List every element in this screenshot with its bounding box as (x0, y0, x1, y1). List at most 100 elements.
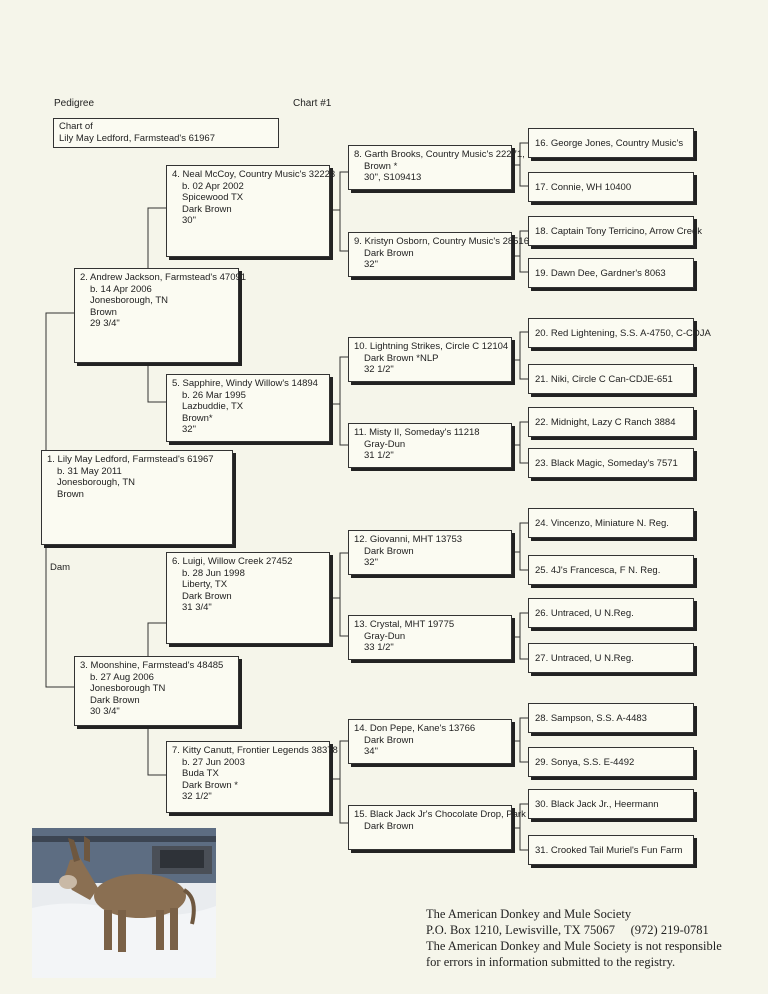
animal-color: Brown (57, 488, 84, 500)
animal-27-box: 27. Untraced, U N.Reg. (528, 643, 694, 673)
animal-height: 34" (364, 746, 378, 757)
animal-height: 33 1/2" (364, 642, 394, 653)
animal-name: 2. Andrew Jackson, Farmstead's 47091 (80, 272, 247, 283)
animal-14-box: 14. Don Pepe, Kane's 13766 Dark Brown 34… (348, 719, 512, 764)
animal-color: Dark Brown (364, 734, 414, 746)
animal-birth: b. 26 Mar 1995 (182, 389, 246, 401)
animal-2-box: 2. Andrew Jackson, Farmstead's 47091 b. … (74, 268, 247, 363)
animal-21-box: 21. Niki, Circle C Can-CDJE-651 (528, 364, 694, 394)
animal-12-box: 12. Giovanni, MHT 13753 Dark Brown 32" (348, 530, 512, 575)
animal-4-box: 4. Neal McCoy, Country Music's 32223 b. … (166, 165, 336, 257)
animal-location: Jonesborough, TN (90, 295, 168, 306)
animal-8-box: 8. Garth Brooks, Country Music's 22271, … (348, 145, 525, 190)
society-footer: The American Donkey and Mule Society P.O… (426, 906, 756, 970)
animal-height: 32" (182, 424, 196, 435)
animal-22-box: 22. Midnight, Lazy C Ranch 3884 (528, 407, 694, 437)
animal-name: 6. Luigi, Willow Creek 27452 (172, 556, 293, 567)
animal-color: Dark Brown (182, 590, 232, 602)
society-name: The American Donkey and Mule Society (426, 907, 632, 921)
animal-24-box: 24. Vincenzo, Miniature N. Reg. (528, 508, 694, 538)
animal-30-box: 30. Black Jack Jr., Heermann (528, 789, 694, 819)
animal-height: 31 1/2" (364, 450, 394, 461)
animal-name: 14. Don Pepe, Kane's 13766 (354, 723, 476, 734)
animal-26-box: 26. Untraced, U N.Reg. (528, 598, 694, 628)
animal-20-box: 20. Red Lightening, S.S. A-4750, C-CDJA (528, 318, 711, 348)
animal-23-box: 23. Black Magic, Someday's 7571 (528, 448, 694, 478)
animal-name: 3. Moonshine, Farmstead's 48485 (80, 660, 224, 671)
dam-label: Dam (50, 562, 71, 573)
disclaimer-line-2: for errors in information submitted to t… (426, 955, 676, 969)
animal-height: 32" (364, 259, 378, 270)
chart-of-box: Chart of Lily May Ledford, Farmstead's 6… (53, 118, 279, 148)
animal-18-box: 18. Captain Tony Terricino, Arrow Creek (528, 216, 702, 246)
animal-color: Brown (90, 306, 117, 318)
animal-10-box: 10. Lightning Strikes, Circle C 12104 Da… (348, 337, 512, 382)
animal-location: Spicewood TX (182, 192, 244, 203)
animal-birth: b. 27 Aug 2006 (90, 671, 154, 683)
animal-6-box: 6. Luigi, Willow Creek 27452 b. 28 Jun 1… (166, 552, 330, 644)
animal-name: 11. Misty II, Someday's 11218 (354, 427, 480, 438)
animal-31-box: 31. Crooked Tail Muriel's Fun Farm (528, 835, 694, 865)
animal-color: Dark Brown (364, 247, 414, 259)
animal-height: 32 1/2" (182, 791, 212, 802)
society-address: P.O. Box 1210, Lewisville, TX 75067 (972… (426, 923, 709, 937)
animal-location: Jonesborough TN (90, 683, 166, 694)
animal-13-box: 13. Crystal, MHT 19775 Gray-Dun 33 1/2" (348, 615, 512, 660)
animal-29-box: 29. Sonya, S.S. E-4492 (528, 747, 694, 777)
animal-height: 30" (182, 215, 196, 226)
animal-color: Brown * (364, 160, 398, 172)
animal-name: 4. Neal McCoy, Country Music's 32223 (172, 169, 336, 180)
donkey-photo-illustration (32, 828, 216, 978)
animal-birth: b. 31 May 2011 (57, 465, 122, 477)
animal-birth: b. 27 Jun 2003 (182, 756, 245, 768)
animal-1-box: 1. Lily May Ledford, Farmstead's 61967 b… (41, 450, 233, 545)
pedigree-label: Pedigree (54, 98, 95, 109)
animal-color: Dark Brown *NLP (364, 352, 439, 364)
animal-location: Liberty, TX (182, 579, 228, 590)
animal-25-box: 25. 4J's Francesca, F N. Reg. (528, 555, 694, 585)
animal-name: 8. Garth Brooks, Country Music's 22271, (354, 149, 525, 160)
animal-19-box: 19. Dawn Dee, Gardner's 8063 (528, 258, 694, 288)
animal-birth: b. 02 Apr 2002 (182, 180, 244, 192)
animal-name: 1. Lily May Ledford, Farmstead's 61967 (47, 454, 214, 465)
animal-birth: b. 14 Apr 2006 (90, 283, 152, 295)
animal-height: 32" (364, 557, 378, 568)
animal-height: 31 3/4" (182, 602, 212, 613)
animal-name: 10. Lightning Strikes, Circle C 12104 (354, 341, 509, 352)
animal-location: Lazbuddie, TX (182, 401, 244, 412)
animal-name: 13. Crystal, MHT 19775 (354, 619, 455, 630)
animal-11-box: 11. Misty II, Someday's 11218 Gray-Dun 3… (348, 423, 512, 468)
animal-5-box: 5. Sapphire, Windy Willow's 14894 b. 26 … (166, 374, 330, 442)
animal-color: Dark Brown * (182, 779, 238, 791)
animal-height: 29 3/4" (90, 318, 120, 329)
chart-of-label: Chart of (59, 121, 93, 132)
animal-name: 12. Giovanni, MHT 13753 (354, 534, 463, 545)
animal-color: Gray-Dun (364, 438, 406, 450)
animal-3-box: 3. Moonshine, Farmstead's 48485 b. 27 Au… (74, 656, 239, 726)
animal-color: Gray-Dun (364, 630, 406, 642)
chart-of-subject: Lily May Ledford, Farmstead's 61967 (59, 133, 216, 144)
animal-color: Dark Brown (182, 203, 232, 215)
animal-height: 32 1/2" (364, 364, 394, 375)
animal-location: Jonesborough, TN (57, 477, 135, 488)
animal-color: Dark Brown (364, 545, 414, 557)
animal-height: 30", S109413 (364, 172, 422, 183)
animal-birth: b. 28 Jun 1998 (182, 567, 245, 579)
animal-color: Dark Brown (90, 694, 140, 706)
disclaimer-line-1: The American Donkey and Mule Society is … (426, 939, 722, 953)
animal-name: 5. Sapphire, Windy Willow's 14894 (172, 378, 318, 389)
animal-name: 9. Kristyn Osborn, Country Music's 28516 (354, 236, 529, 247)
animal-color: Brown* (182, 412, 213, 424)
animal-16-box: 16. George Jones, Country Music's (528, 128, 694, 158)
animal-location: Buda TX (182, 768, 219, 779)
animal-15-box: 15. Black Jack Jr's Chocolate Drop, Park… (348, 805, 526, 850)
animal-7-box: 7. Kitty Canutt, Frontier Legends 38378 … (166, 741, 338, 813)
animal-28-box: 28. Sampson, S.S. A-4483 (528, 703, 694, 733)
animal-name: 15. Black Jack Jr's Chocolate Drop, Park (354, 809, 526, 820)
animal-17-box: 17. Connie, WH 10400 (528, 172, 694, 202)
animal-9-box: 9. Kristyn Osborn, Country Music's 28516… (348, 232, 529, 277)
donkey-photo (32, 828, 216, 978)
animal-color: Dark Brown (364, 820, 414, 832)
animal-name: 7. Kitty Canutt, Frontier Legends 38378 (172, 745, 338, 756)
